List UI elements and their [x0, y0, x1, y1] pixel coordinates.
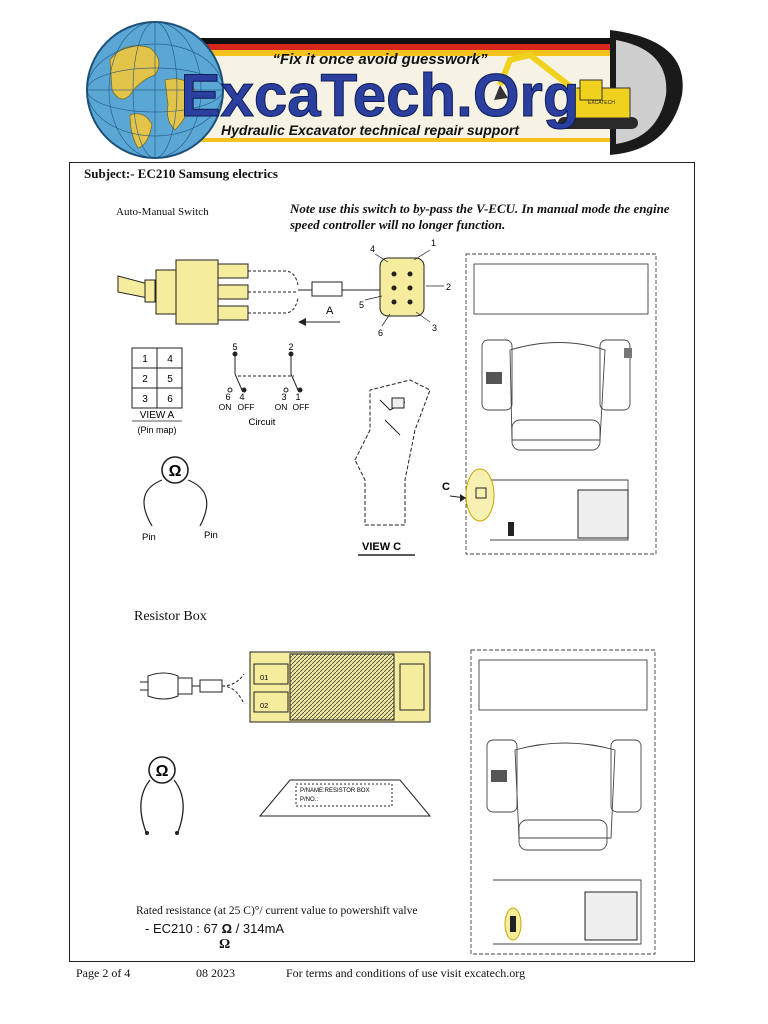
- callout-c: C: [442, 481, 450, 493]
- name-plate-icon: [258, 779, 432, 817]
- plug-icon: [140, 672, 245, 705]
- svg-text:5: 5: [232, 342, 237, 352]
- brand-name: ExcaTech.Org: [180, 62, 579, 129]
- connector-icon: [364, 249, 444, 327]
- svg-text:6: 6: [225, 392, 230, 402]
- svg-text:3: 3: [142, 394, 148, 405]
- svg-text:4: 4: [370, 244, 375, 254]
- cab-layout-diagram-top: C: [442, 253, 657, 555]
- probe-label-left: Pin: [142, 532, 156, 543]
- svg-text:02: 02: [260, 701, 268, 710]
- svg-text:ON: ON: [219, 402, 232, 412]
- globe-icon: [86, 21, 224, 159]
- resistor-diagram: 01 02 Ω P/NAME:RESISTOR BOX P/NO.:: [140, 651, 432, 835]
- view-c-bracket-icon: [354, 379, 431, 526]
- content-frame: [69, 162, 695, 962]
- page-number: Page 2 of 4: [76, 966, 131, 980]
- value-current: / 314mA: [235, 921, 285, 936]
- highlight-c: [465, 468, 495, 522]
- circuit-diagram: [227, 351, 303, 393]
- svg-text:6: 6: [378, 328, 383, 338]
- resistor-section-title: Resistor Box: [134, 609, 207, 624]
- value-model: - EC210 : 67: [145, 921, 218, 936]
- svg-text:1: 1: [142, 354, 148, 365]
- excavator-icon: EXCATECH: [494, 51, 638, 129]
- rated-value: - EC210 : 67 Ω / 314mA: [145, 921, 284, 936]
- svg-text:01: 01: [260, 673, 268, 682]
- svg-text:1: 1: [295, 392, 300, 402]
- switch-diagram: 1 2 3 4 5 6 A 1 4 2 5 3 6 VIEW A (Pin ma…: [117, 238, 451, 556]
- svg-text:ON: ON: [275, 402, 288, 412]
- toggle-switch-icon: [117, 259, 370, 325]
- svg-text:5: 5: [167, 374, 173, 385]
- resistor-box-icon: [249, 651, 431, 723]
- svg-text:3: 3: [432, 323, 437, 333]
- stray-ohm-symbol: Ω: [219, 937, 231, 952]
- view-a-label: VIEW A: [140, 410, 175, 421]
- svg-text:P/NO.:: P/NO.:: [300, 797, 318, 803]
- header-banner: EXCATECH “Fix it once avoid guesswork” E…: [86, 21, 683, 159]
- tagline: Hydraulic Excavator technical repair sup…: [221, 122, 520, 138]
- footer-date: 08 2023: [196, 966, 235, 980]
- svg-text:5: 5: [359, 300, 364, 310]
- view-c-label: VIEW C: [362, 541, 401, 553]
- svg-text:4: 4: [239, 392, 244, 402]
- svg-text:OFF: OFF: [238, 402, 255, 412]
- cab-layout-diagram-bottom: [470, 649, 656, 955]
- svg-text:4: 4: [167, 354, 173, 365]
- switch-section-title: Auto-Manual Switch: [116, 206, 209, 218]
- svg-text:EXCATECH: EXCATECH: [588, 100, 615, 106]
- arrow-label: A: [326, 305, 334, 317]
- ohm-meter-icon: [140, 756, 184, 835]
- svg-text:2: 2: [142, 374, 148, 385]
- terms-link[interactable]: For terms and conditions of use visit ex…: [286, 966, 526, 980]
- circuit-caption: Circuit: [249, 417, 276, 428]
- pin-map-caption: (Pin map): [137, 425, 176, 435]
- subject-title: Subject:- EC210 Samsung electrics: [84, 166, 278, 181]
- svg-text:2: 2: [288, 342, 293, 352]
- rated-resistance-text: Rated resistance (at 25 C)°/ current val…: [136, 905, 418, 917]
- svg-text:1: 1: [431, 238, 436, 248]
- svg-text:Ω: Ω: [169, 463, 182, 480]
- svg-text:3: 3: [281, 392, 286, 402]
- bypass-note: Note use this switch to by-pass the V-EC…: [290, 201, 670, 232]
- svg-text:Ω: Ω: [156, 763, 169, 780]
- svg-text:6: 6: [167, 394, 173, 405]
- svg-text:2: 2: [446, 282, 451, 292]
- slogan: “Fix it once avoid guesswork”: [272, 51, 488, 68]
- ohm-meter-icon: [143, 456, 208, 527]
- svg-text:P/NAME:RESISTOR BOX: P/NAME:RESISTOR BOX: [300, 788, 370, 794]
- svg-text:OFF: OFF: [293, 402, 310, 412]
- value-ohm-symbol: Ω: [221, 921, 233, 936]
- pin-map-grid: [131, 347, 183, 409]
- probe-label-right: Pin: [204, 530, 218, 541]
